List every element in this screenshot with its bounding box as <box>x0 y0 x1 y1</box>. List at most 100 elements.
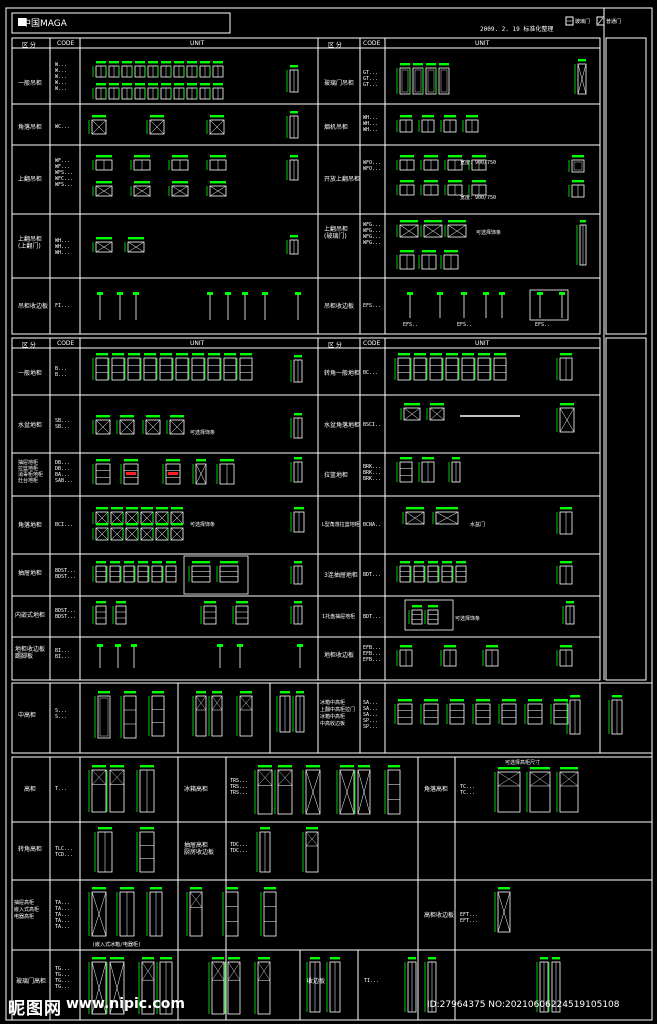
cabinet-line <box>140 527 154 541</box>
dimension-mark <box>156 507 168 509</box>
watermark-id: ID:27964375 NO:20210606224519105108 <box>427 1000 620 1010</box>
cabinet-outline <box>239 357 253 381</box>
cabinet-outline <box>209 185 227 197</box>
row-label: 冰箱中高柜 上翻中高柜拉门 冰箱中高柜 中高收边板 <box>320 700 356 727</box>
dimension-mark <box>498 887 510 889</box>
row-codes: TI... <box>364 978 380 984</box>
dimension-mark <box>92 765 106 767</box>
dimension-mark <box>135 61 145 63</box>
dimension-mark <box>400 115 412 117</box>
dimension-mark <box>572 155 584 157</box>
cabinet-line <box>91 119 107 135</box>
legend-normal-door: 普通门 <box>606 19 622 25</box>
cabinet-outline <box>127 357 141 381</box>
dimension-mark <box>98 827 112 829</box>
cabinet-outline <box>170 527 184 541</box>
row-label: 上翻吊柜 (玻璃门) <box>324 226 349 240</box>
cabinet-outline <box>149 119 165 135</box>
cabinet-outline <box>445 357 459 381</box>
dimension-mark <box>96 155 112 157</box>
cabinet-outline <box>123 565 135 583</box>
dimension-mark <box>456 561 466 563</box>
cabinet-line <box>405 511 425 525</box>
row-label: 水盆地柜 <box>18 422 43 429</box>
cabinet-outline <box>411 609 423 625</box>
row-label: 角落地柜 <box>18 522 43 529</box>
dimension-mark <box>294 507 304 509</box>
cabinet-line <box>497 891 511 933</box>
dimension-mark <box>96 561 106 563</box>
row-label: 一般吊柜 <box>18 80 43 87</box>
cabinet-outline <box>438 67 450 95</box>
trim-cap <box>242 292 248 295</box>
dimension-mark <box>96 523 108 525</box>
dimension-mark <box>124 561 134 563</box>
dimension-mark <box>472 155 486 157</box>
dimension-mark <box>140 827 154 829</box>
cabinet-outline <box>497 891 511 933</box>
cabinet-line <box>91 961 107 1015</box>
dimension-mark <box>494 353 506 355</box>
cabinet-line <box>145 419 161 435</box>
row-codes: TDC... TDC... <box>230 842 249 854</box>
dimension-mark <box>422 457 434 459</box>
dimension-mark <box>388 765 400 767</box>
dimension-mark <box>142 957 154 959</box>
cabinet-outline <box>475 703 491 725</box>
legend-glass-door: 玻璃门 <box>575 19 591 25</box>
row-label: 中高柜 <box>18 712 37 719</box>
dimension-mark <box>226 887 238 889</box>
cabinet-line <box>305 831 319 847</box>
row-label: 角落高柜 <box>424 786 449 793</box>
dimension-mark <box>128 237 144 239</box>
note: (嵌入式冰箱/电器柜) <box>92 942 142 948</box>
dimension-mark <box>109 61 119 63</box>
row-label: 角落吊柜 <box>18 124 43 131</box>
middle-unit-header-right: UNIT <box>475 340 490 347</box>
cabinet-outline <box>123 463 139 485</box>
row-codes: T... <box>55 786 68 792</box>
dimension-mark <box>294 413 302 415</box>
row-codes: BCI... <box>55 522 74 528</box>
cabinet-line <box>195 463 207 485</box>
trim-cap <box>207 292 213 295</box>
trim-cap <box>97 644 103 647</box>
trim-cap <box>537 292 543 295</box>
trim-cap <box>217 644 223 647</box>
dimension-mark <box>428 957 436 959</box>
cabinet-outline <box>413 357 427 381</box>
cabinet-line <box>357 769 371 815</box>
cabinet-line <box>209 185 227 197</box>
row-label: 高柜 <box>24 786 37 793</box>
dimension-mark <box>196 459 206 461</box>
cabinet-line <box>91 769 107 785</box>
cabinet-outline <box>399 461 413 483</box>
dimension-mark <box>141 507 153 509</box>
cabinet-outline <box>257 769 273 815</box>
dimension-mark <box>580 220 586 222</box>
dimension-mark <box>160 353 172 355</box>
row-codes: EFS... <box>363 303 382 309</box>
cabinet-outline <box>263 891 277 937</box>
middle-zone-header: 区 分 <box>22 342 36 349</box>
dimension-mark <box>171 523 183 525</box>
cabinet-line <box>435 511 459 525</box>
note: 水盆门 <box>470 522 486 528</box>
dimension-mark <box>228 957 240 959</box>
dimension-mark <box>428 561 438 563</box>
row-codes: BC... <box>363 370 379 376</box>
dimension-mark <box>96 459 110 461</box>
dimension-mark <box>294 561 302 563</box>
cabinet-outline <box>195 695 207 737</box>
cabinet-outline <box>225 891 239 937</box>
dimension-mark <box>358 765 370 767</box>
dimension-mark <box>135 83 145 85</box>
cabinet-outline <box>189 891 203 937</box>
cabinet-outline <box>461 357 475 381</box>
dimension-mark <box>96 353 108 355</box>
cabinet-line <box>211 695 223 711</box>
trim-cap <box>499 292 505 295</box>
dimension-mark <box>294 601 302 603</box>
dimension-mark <box>448 220 466 222</box>
